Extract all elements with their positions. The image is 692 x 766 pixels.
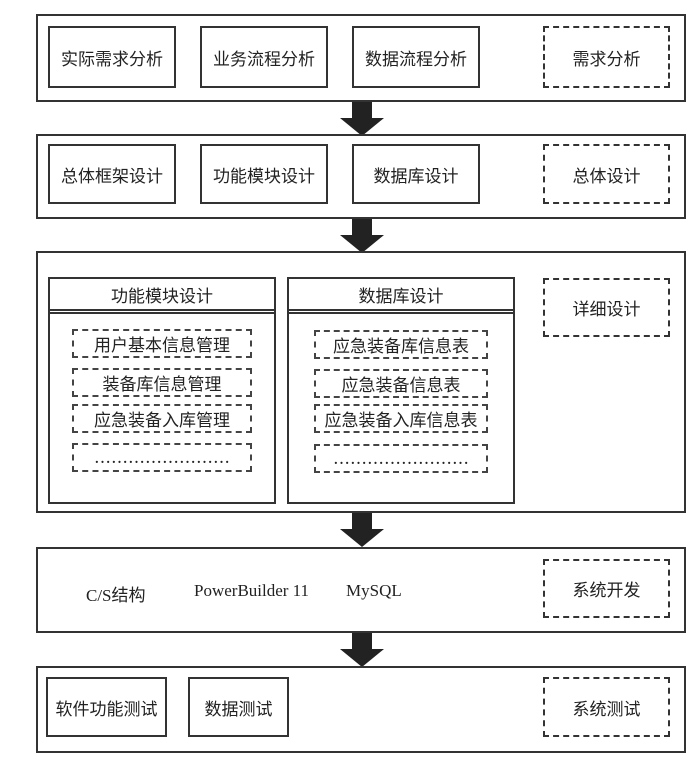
down-arrow-icon xyxy=(340,633,384,667)
stage-label-testing: 系统测试 xyxy=(543,677,670,737)
stage-requirements: 实际需求分析 业务流程分析 数据流程分析 需求分析 xyxy=(36,14,686,102)
stage-label-development: 系统开发 xyxy=(543,559,670,618)
stage-development: C/S结构 PowerBuilder 11 MySQL 系统开发 xyxy=(36,547,686,633)
box-business-process: 业务流程分析 xyxy=(200,26,328,88)
box-overall-framework: 总体框架设计 xyxy=(48,144,176,204)
stage-label-detailed-design: 详细设计 xyxy=(543,278,670,337)
stage-detailed-design: 功能模块设计 用户基本信息管理 装备库信息管理 应急装备入库管理 …………………… xyxy=(36,251,686,513)
stage-label-overall-design: 总体设计 xyxy=(543,144,670,204)
panel-title: 数据库设计 xyxy=(289,279,513,314)
stage-label-requirements: 需求分析 xyxy=(543,26,670,88)
list-item: 应急装备信息表 xyxy=(314,369,488,398)
list-item: 应急装备入库信息表 xyxy=(314,404,488,433)
stage-overall-design: 总体框架设计 功能模块设计 数据库设计 总体设计 xyxy=(36,134,686,219)
stage-testing: 软件功能测试 数据测试 系统测试 xyxy=(36,666,686,753)
list-item: …………………… xyxy=(72,443,252,472)
panel-function-module: 功能模块设计 用户基本信息管理 装备库信息管理 应急装备入库管理 …………………… xyxy=(48,277,276,504)
box-function-module: 功能模块设计 xyxy=(200,144,328,204)
tech-dev-tool: PowerBuilder 11 xyxy=(194,581,310,600)
panel-database: 数据库设计 应急装备库信息表 应急装备信息表 应急装备入库信息表 …………………… xyxy=(287,277,515,504)
tech-architecture: C/S结构 xyxy=(86,586,146,605)
down-arrow-icon xyxy=(340,102,384,136)
box-actual-requirements: 实际需求分析 xyxy=(48,26,176,88)
box-data-test: 数据测试 xyxy=(188,677,289,737)
panel-title: 功能模块设计 xyxy=(50,279,274,314)
box-software-function-test: 软件功能测试 xyxy=(46,677,167,737)
list-item: 装备库信息管理 xyxy=(72,368,252,397)
box-database: 数据库设计 xyxy=(352,144,480,204)
list-item: …………………… xyxy=(314,444,488,473)
down-arrow-icon xyxy=(340,513,384,547)
list-item: 应急装备库信息表 xyxy=(314,330,488,359)
down-arrow-icon xyxy=(340,219,384,253)
list-item: 应急装备入库管理 xyxy=(72,404,252,433)
list-item: 用户基本信息管理 xyxy=(72,329,252,358)
box-data-flow: 数据流程分析 xyxy=(352,26,480,88)
tech-database: MySQL xyxy=(346,581,402,600)
